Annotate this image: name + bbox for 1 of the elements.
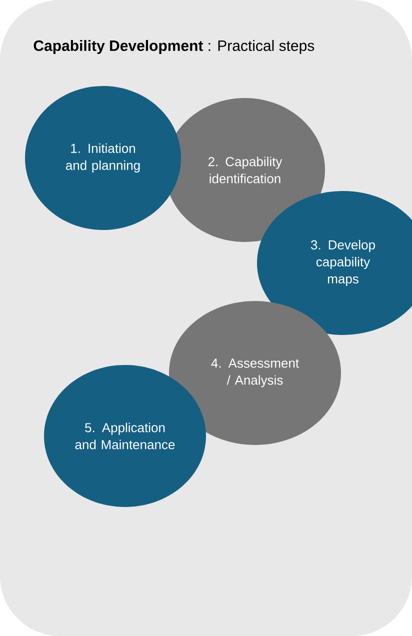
title: Capability Development : Practical steps [34, 40, 314, 54]
